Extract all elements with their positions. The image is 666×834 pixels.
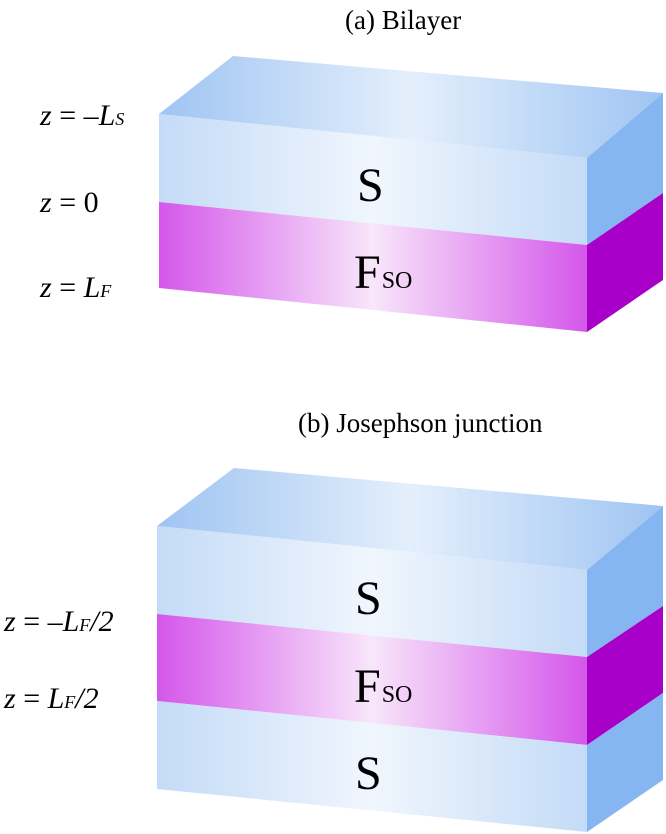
panel-b-f-label: FSO <box>354 660 412 713</box>
panel-b-f-layer <box>157 614 587 745</box>
panel-a-f-label: FSO <box>354 246 412 299</box>
panel-b-z-label-upper: z = –LF/2 <box>3 605 114 638</box>
panel-a: (a) Bilayer S FSO z = –LS z = 0 z = LF <box>39 5 663 332</box>
panel-a-f-layer <box>159 202 587 332</box>
panel-b-z-label-lower: z = LF/2 <box>3 682 99 715</box>
panel-b-s-upper-label: S <box>355 572 382 625</box>
panel-a-f-side-face <box>587 193 663 332</box>
panel-b: (b) Josephson junction S FSO S z = –LF/2… <box>3 408 663 832</box>
panel-a-s-layer <box>159 114 587 245</box>
panel-a-s-top-face <box>159 56 663 158</box>
panel-b-s-top-face <box>157 468 663 570</box>
panel-a-title: (a) Bilayer <box>345 5 461 35</box>
panel-b-s-upper-layer <box>157 526 587 657</box>
panel-b-title: (b) Josephson junction <box>298 408 543 438</box>
panel-a-z-label-top: z = –LS <box>39 99 124 132</box>
panel-b-s-lower-label: S <box>355 747 382 800</box>
panel-b-s-lower-layer <box>157 701 587 832</box>
panel-a-z-label-interface: z = 0 <box>39 186 99 219</box>
panel-b-s-lower-side-face <box>587 693 663 832</box>
panel-b-f-side-face <box>587 606 663 745</box>
panel-a-s-side-face <box>587 93 663 245</box>
panel-a-z-label-bottom: z = LF <box>39 271 112 304</box>
panel-a-s-label: S <box>357 159 384 212</box>
panel-b-s-upper-side-face <box>587 506 663 657</box>
